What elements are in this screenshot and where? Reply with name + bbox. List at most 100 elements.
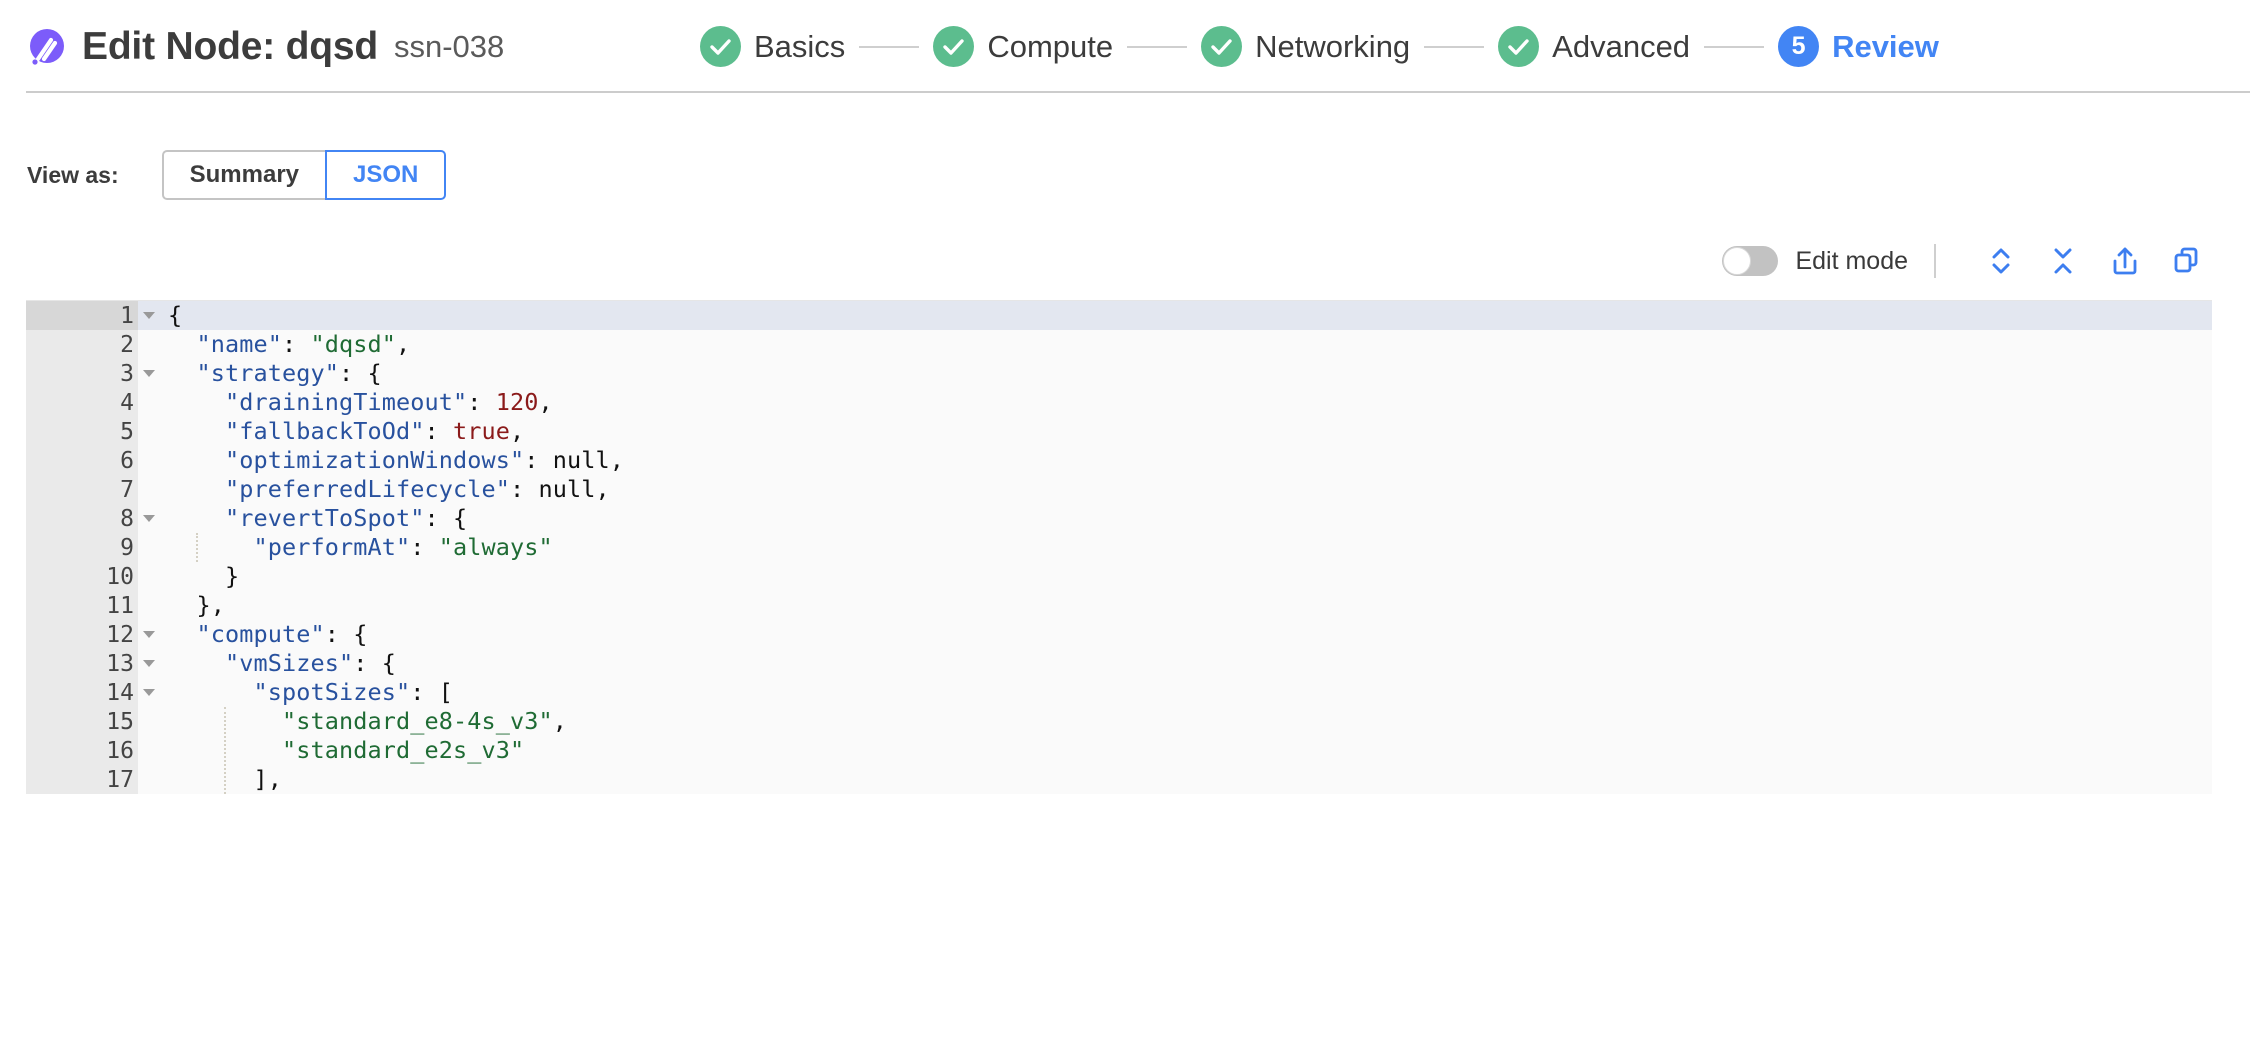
- code-text: "standard_e2s_v3": [282, 736, 525, 764]
- code-text: "vmSizes": {: [225, 649, 396, 677]
- step-number: 5: [1791, 32, 1806, 60]
- code-line[interactable]: 8 "revertToSpot": {: [26, 504, 2212, 533]
- code-line[interactable]: 2 "name": "dqsd",: [26, 330, 2212, 359]
- editor-toolbar: Edit mode: [0, 238, 2250, 284]
- code-text: ],: [253, 765, 282, 793]
- line-number: 2: [120, 331, 134, 358]
- fold-toggle-icon[interactable]: [138, 504, 160, 533]
- code-text: "preferredLifecycle": null,: [225, 475, 610, 503]
- code-line[interactable]: 10 }: [26, 562, 2212, 591]
- code-line[interactable]: 4 "drainingTimeout": 120,: [26, 388, 2212, 417]
- spot-logo-icon: [22, 25, 66, 69]
- stepper-item-review[interactable]: 5 Review: [1778, 26, 1939, 67]
- wizard-stepper: Basics Compute Networking Advanced 5 Review: [700, 0, 1939, 93]
- stepper-item-compute[interactable]: Compute: [933, 26, 1113, 67]
- code-text: "drainingTimeout": 120,: [225, 388, 553, 416]
- stepper-label: Review: [1832, 28, 1939, 64]
- code-line[interactable]: 13 "vmSizes": {: [26, 649, 2212, 678]
- json-editor[interactable]: 1{2 "name": "dqsd",3 "strategy": {4 "dra…: [26, 300, 2212, 794]
- line-number: 8: [120, 505, 134, 532]
- chevron-down-icon: [143, 689, 155, 696]
- fold-spacer: [138, 417, 160, 446]
- fold-spacer: [138, 591, 160, 620]
- code-text: "revertToSpot": {: [225, 504, 468, 532]
- fold-toggle-icon[interactable]: [138, 359, 160, 388]
- fold-toggle-icon[interactable]: [138, 649, 160, 678]
- edit-mode-toggle[interactable]: [1722, 246, 1779, 276]
- copy-icon[interactable]: [2164, 241, 2210, 281]
- code-line[interactable]: 15 "standard_e8-4s_v3",: [26, 707, 2212, 736]
- header-title-group: Edit Node: dqsd ssn-038: [22, 25, 504, 69]
- code-text: },: [196, 591, 225, 619]
- expand-all-icon[interactable]: [1978, 241, 2024, 281]
- code-line[interactable]: 3 "strategy": {: [26, 359, 2212, 388]
- fold-spacer: [138, 707, 160, 736]
- fold-toggle-icon[interactable]: [138, 620, 160, 649]
- code-text: "optimizationWindows": null,: [225, 446, 624, 474]
- chevron-down-icon: [143, 631, 155, 638]
- edit-mode-toggle-knob: [1723, 247, 1752, 275]
- fold-spacer: [138, 765, 160, 794]
- code-text: "strategy": {: [196, 359, 382, 387]
- code-line[interactable]: 17 ],: [26, 765, 2212, 794]
- stepper-label: Advanced: [1552, 28, 1691, 64]
- export-icon[interactable]: [2102, 241, 2148, 281]
- step-connector: [1424, 45, 1485, 48]
- header-divider: [26, 91, 2250, 93]
- line-number: 17: [106, 766, 134, 793]
- code-line[interactable]: 6 "optimizationWindows": null,: [26, 446, 2212, 475]
- fold-spacer: [138, 533, 160, 562]
- code-line[interactable]: 11 },: [26, 591, 2212, 620]
- code-text: "performAt": "always": [253, 533, 553, 561]
- code-line[interactable]: 1{: [26, 301, 2212, 330]
- view-as-json-button[interactable]: JSON: [325, 150, 447, 200]
- check-icon: [933, 26, 975, 67]
- line-number: 5: [120, 418, 134, 445]
- view-as-segmented-control: Summary JSON: [161, 150, 447, 200]
- line-number: 6: [120, 447, 134, 474]
- stepper-label: Basics: [754, 28, 846, 64]
- edit-mode-label: Edit mode: [1795, 246, 1908, 275]
- code-line[interactable]: 14 "spotSizes": [: [26, 678, 2212, 707]
- stepper-label: Networking: [1255, 28, 1411, 64]
- line-number: 11: [106, 592, 134, 619]
- check-icon: [1498, 26, 1540, 67]
- check-icon: [1201, 26, 1243, 67]
- stepper-item-networking[interactable]: Networking: [1201, 26, 1410, 67]
- stepper-item-advanced[interactable]: Advanced: [1498, 26, 1690, 67]
- line-number: 3: [120, 360, 134, 387]
- step-connector: [1704, 45, 1765, 48]
- view-as-summary-button[interactable]: Summary: [161, 150, 326, 200]
- code-line[interactable]: 9 "performAt": "always": [26, 533, 2212, 562]
- chevron-down-icon: [143, 312, 155, 319]
- line-number: 9: [120, 534, 134, 561]
- code-text: {: [168, 301, 183, 329]
- code-text: "name": "dqsd",: [196, 330, 411, 358]
- code-line[interactable]: 12 "compute": {: [26, 620, 2212, 649]
- code-line[interactable]: 7 "preferredLifecycle": null,: [26, 475, 2212, 504]
- fold-spacer: [138, 446, 160, 475]
- code-text: "fallbackToOd": true,: [225, 417, 525, 445]
- step-connector: [859, 45, 920, 48]
- stepper-item-basics[interactable]: Basics: [700, 26, 845, 67]
- fold-toggle-icon[interactable]: [138, 678, 160, 707]
- chevron-down-icon: [143, 660, 155, 667]
- line-number: 10: [106, 563, 134, 590]
- code-text: "spotSizes": [: [253, 678, 453, 706]
- code-line[interactable]: 5 "fallbackToOd": true,: [26, 417, 2212, 446]
- fold-spacer: [138, 736, 160, 765]
- node-id-subtitle: ssn-038: [393, 28, 505, 64]
- code-text: "compute": {: [196, 620, 368, 648]
- collapse-all-icon[interactable]: [2040, 241, 2086, 281]
- step-number-badge: 5: [1778, 26, 1820, 67]
- editor-gutter-background: [26, 301, 138, 794]
- editor-code-area[interactable]: 1{2 "name": "dqsd",3 "strategy": {4 "dra…: [26, 301, 2212, 794]
- view-as-label: View as:: [27, 161, 119, 188]
- stepper-label: Compute: [987, 28, 1114, 64]
- fold-toggle-icon[interactable]: [138, 301, 160, 330]
- code-line[interactable]: 16 "standard_e2s_v3": [26, 736, 2212, 765]
- app-header: Edit Node: dqsd ssn-038 Basics Compute Net…: [0, 0, 2250, 93]
- line-number: 1: [26, 301, 138, 330]
- fold-spacer: [138, 388, 160, 417]
- chevron-down-icon: [143, 370, 155, 377]
